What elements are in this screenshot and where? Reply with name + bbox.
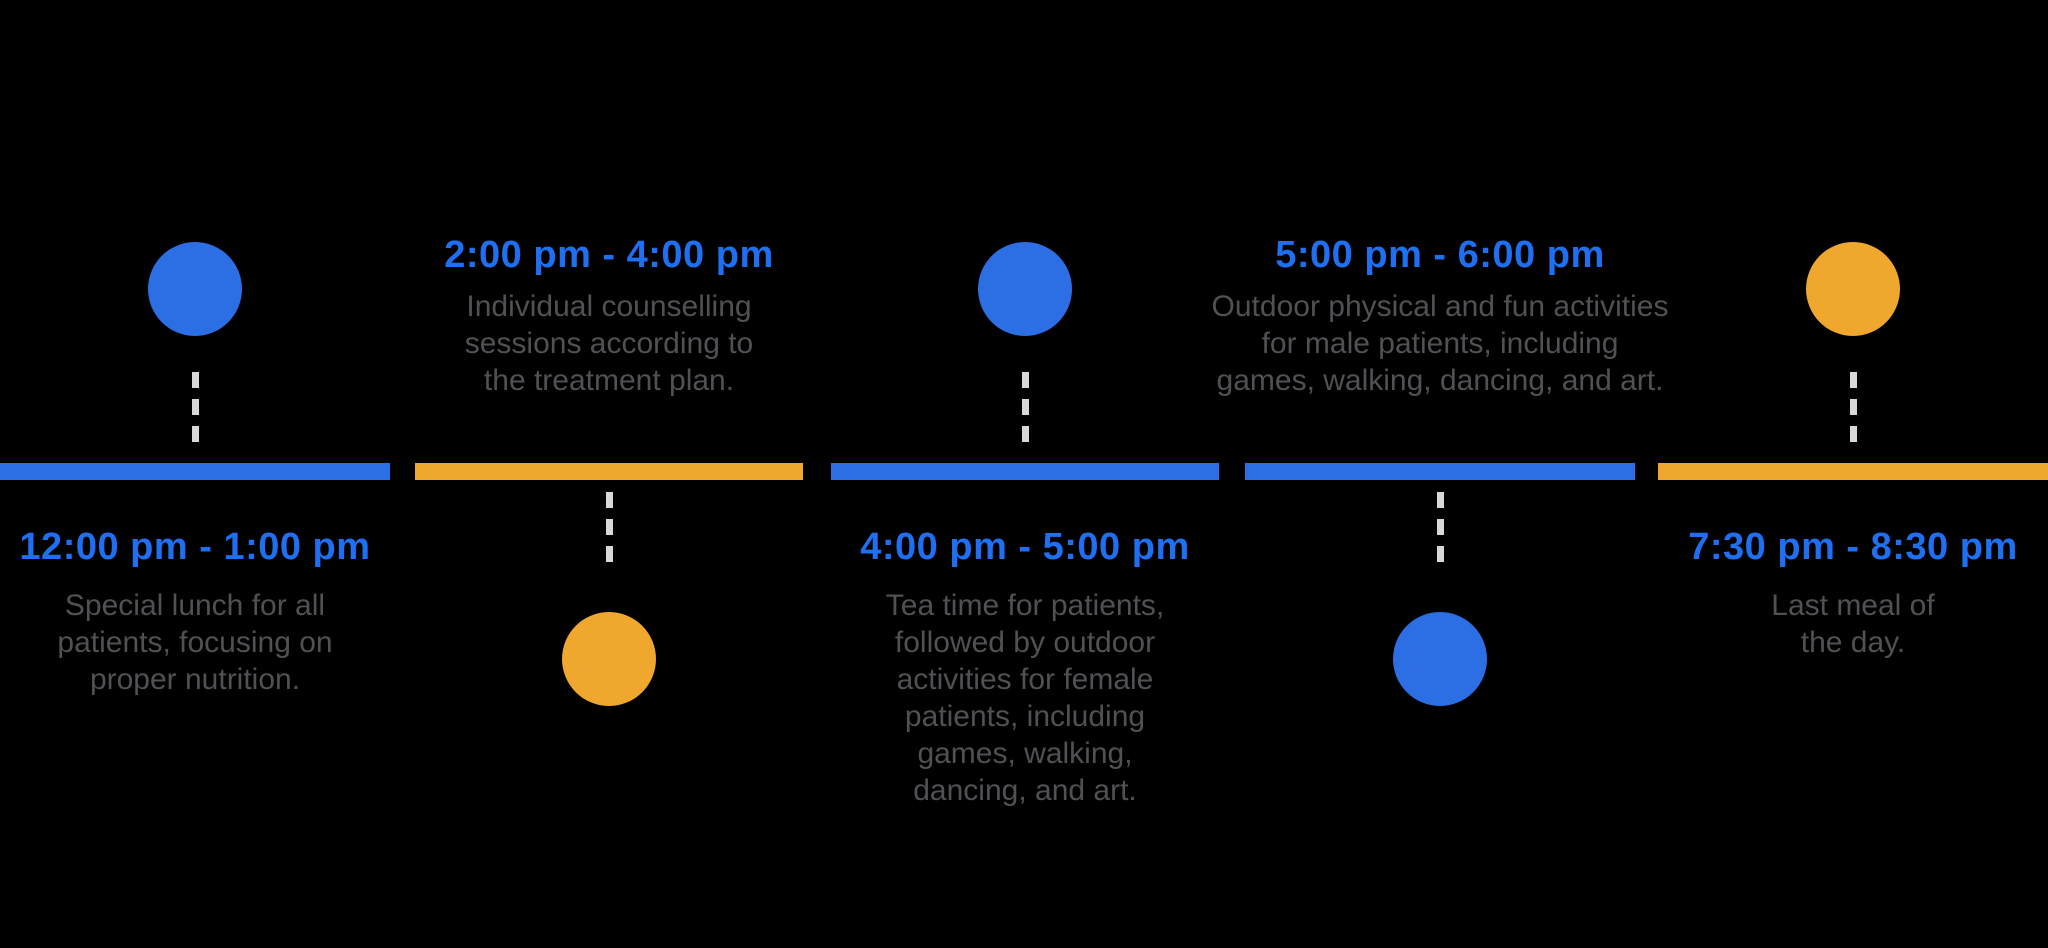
timeline-marker-dot <box>148 242 242 336</box>
activity-description: Tea time for patients, followed by outdo… <box>885 589 1165 807</box>
time-range-label: 5:00 pm - 6:00 pm <box>1275 234 1605 276</box>
timeline-bar-segment <box>1658 463 2048 480</box>
activity-description: Individual counselling sessions accordin… <box>464 290 754 397</box>
time-range-label: 2:00 pm - 4:00 pm <box>444 234 774 276</box>
activity-description: Special lunch for all patients, focusing… <box>57 589 333 696</box>
timeline-connector-dashed-line <box>1022 372 1029 442</box>
timeline-connector-dashed-line <box>192 372 199 442</box>
timeline-bar-segment <box>831 463 1219 480</box>
timeline-marker-dot <box>978 242 1072 336</box>
timeline-marker-dot <box>1806 242 1900 336</box>
time-range-label: 12:00 pm - 1:00 pm <box>19 526 371 568</box>
timeline-connector-dashed-line <box>1850 372 1857 442</box>
time-range-label: 7:30 pm - 8:30 pm <box>1688 526 2018 568</box>
timeline-marker-dot <box>562 612 656 706</box>
timeline-bar-segment <box>0 463 390 480</box>
activity-description: Outdoor physical and fun activities for … <box>1211 290 1669 397</box>
timeline-bar-segment <box>415 463 803 480</box>
timeline-connector-dashed-line <box>606 492 613 562</box>
time-range-label: 4:00 pm - 5:00 pm <box>860 526 1190 568</box>
timeline-marker-dot <box>1393 612 1487 706</box>
timeline-bar-segment <box>1245 463 1635 480</box>
timeline-connector-dashed-line <box>1437 492 1444 562</box>
activity-description: Last meal of the day. <box>1771 589 1935 659</box>
